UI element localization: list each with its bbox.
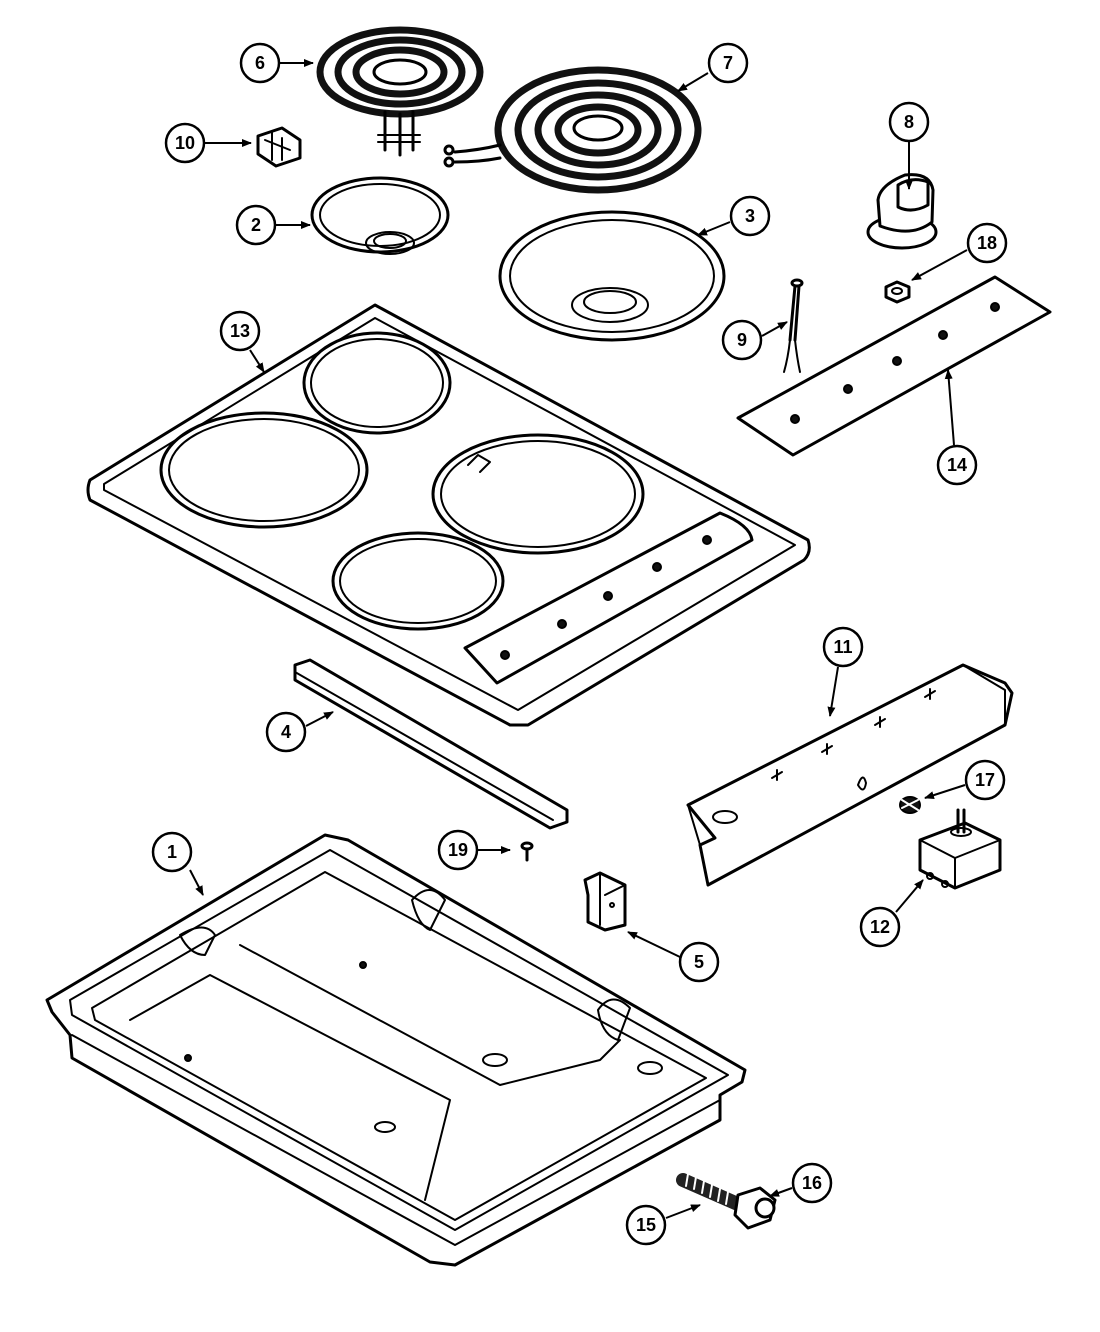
callout-circle xyxy=(791,1162,833,1204)
leader-arrow xyxy=(249,349,265,373)
callout-15-strain-relief-spring: 15 xyxy=(625,1204,701,1246)
drip-bowl-small xyxy=(310,176,450,255)
leader-arrow xyxy=(677,72,709,92)
cooktop-main-top xyxy=(86,303,811,727)
callout-3-large-drip-bowl: 3 xyxy=(697,195,771,237)
callout-number: 1 xyxy=(167,842,177,862)
callout-11-control-panel-bracket: 11 xyxy=(822,626,864,717)
callout-circle xyxy=(265,711,307,753)
control-knob xyxy=(866,173,938,250)
callout-number: 19 xyxy=(448,840,468,860)
control-panel-overlay xyxy=(736,275,1052,457)
strain-relief-spring xyxy=(676,1173,747,1212)
callout-number: 17 xyxy=(975,770,995,790)
callout-circle xyxy=(239,42,281,84)
cooktop-pan xyxy=(45,833,747,1267)
callout-circle xyxy=(164,122,206,164)
callout-circle xyxy=(151,831,193,873)
callout-circle xyxy=(822,626,864,668)
callout-17-spring-nut: 17 xyxy=(924,759,1006,801)
leader-arrow xyxy=(627,931,681,958)
leader-arrow xyxy=(827,666,839,717)
callout-number: 10 xyxy=(175,133,195,153)
callout-number: 16 xyxy=(802,1173,822,1193)
callout-number: 6 xyxy=(255,53,265,73)
callout-16-connector: 16 xyxy=(769,1162,833,1204)
terminal-block xyxy=(256,126,302,168)
callout-circle xyxy=(625,1204,667,1246)
leader-arrow xyxy=(697,221,731,236)
callout-circle xyxy=(721,319,763,361)
callout-circle xyxy=(707,42,749,84)
screw xyxy=(520,841,534,862)
callout-circle xyxy=(235,204,277,246)
control-panel-bracket xyxy=(686,663,1014,887)
callout-circle xyxy=(964,759,1006,801)
leader-arrow xyxy=(924,784,966,800)
leader-arrow xyxy=(911,249,968,281)
leader-arrow xyxy=(665,1204,701,1219)
callout-5-bracket: 5 xyxy=(627,931,720,983)
callout-9-wiring-lead: 9 xyxy=(721,319,788,361)
connector xyxy=(733,1186,777,1230)
callout-number: 13 xyxy=(230,321,250,341)
callout-number: 14 xyxy=(947,455,967,475)
callout-7-large-surface-element: 7 xyxy=(677,42,749,92)
callout-circle xyxy=(859,906,901,948)
callout-number: 4 xyxy=(281,722,291,742)
callout-14-control-panel-overlay: 14 xyxy=(936,369,978,486)
infinite-switch xyxy=(918,808,1002,890)
callout-10-terminal-block: 10 xyxy=(164,122,252,164)
callout-circle xyxy=(966,222,1008,264)
callout-18-nut: 18 xyxy=(911,222,1008,281)
nut xyxy=(884,280,911,304)
spring-nut xyxy=(899,796,921,814)
callout-number: 12 xyxy=(870,917,890,937)
surface-element-large xyxy=(443,66,702,194)
leader-arrow xyxy=(305,711,334,727)
leader-arrow xyxy=(189,869,204,896)
leader-arrow xyxy=(769,1187,793,1197)
callout-2-small-drip-bowl: 2 xyxy=(235,204,311,246)
callout-6-small-surface-element: 6 xyxy=(239,42,314,84)
leader-arrow xyxy=(895,879,924,913)
callout-circle xyxy=(936,444,978,486)
callout-number: 11 xyxy=(833,637,852,657)
callout-circle xyxy=(219,310,261,352)
callout-4-trim-strip: 4 xyxy=(265,711,334,753)
callout-circle xyxy=(437,829,479,871)
surface-element-small xyxy=(316,26,484,157)
callout-number: 8 xyxy=(904,112,914,132)
callout-8-control-knob: 8 xyxy=(888,101,930,190)
leader-arrow xyxy=(944,369,955,446)
callout-number: 7 xyxy=(723,53,733,73)
callout-circle xyxy=(729,195,771,237)
callout-number: 15 xyxy=(636,1215,656,1235)
callout-number: 5 xyxy=(694,952,704,972)
callout-number: 9 xyxy=(737,330,747,350)
drip-bowl-large xyxy=(498,210,726,342)
leader-arrow xyxy=(761,321,788,337)
callout-19-screw: 19 xyxy=(437,829,511,871)
wiring-lead xyxy=(783,278,804,373)
bracket xyxy=(583,871,627,932)
callout-13-cooktop-main-top: 13 xyxy=(219,310,265,373)
callout-circle xyxy=(888,101,930,143)
callout-1-cooktop-pan: 1 xyxy=(151,831,204,896)
callout-number: 2 xyxy=(251,215,261,235)
trim-strip xyxy=(293,658,569,830)
callout-12-infinite-switch: 12 xyxy=(859,879,924,948)
callout-circle xyxy=(678,941,720,983)
callout-number: 18 xyxy=(977,233,997,253)
callout-number: 3 xyxy=(745,206,755,226)
